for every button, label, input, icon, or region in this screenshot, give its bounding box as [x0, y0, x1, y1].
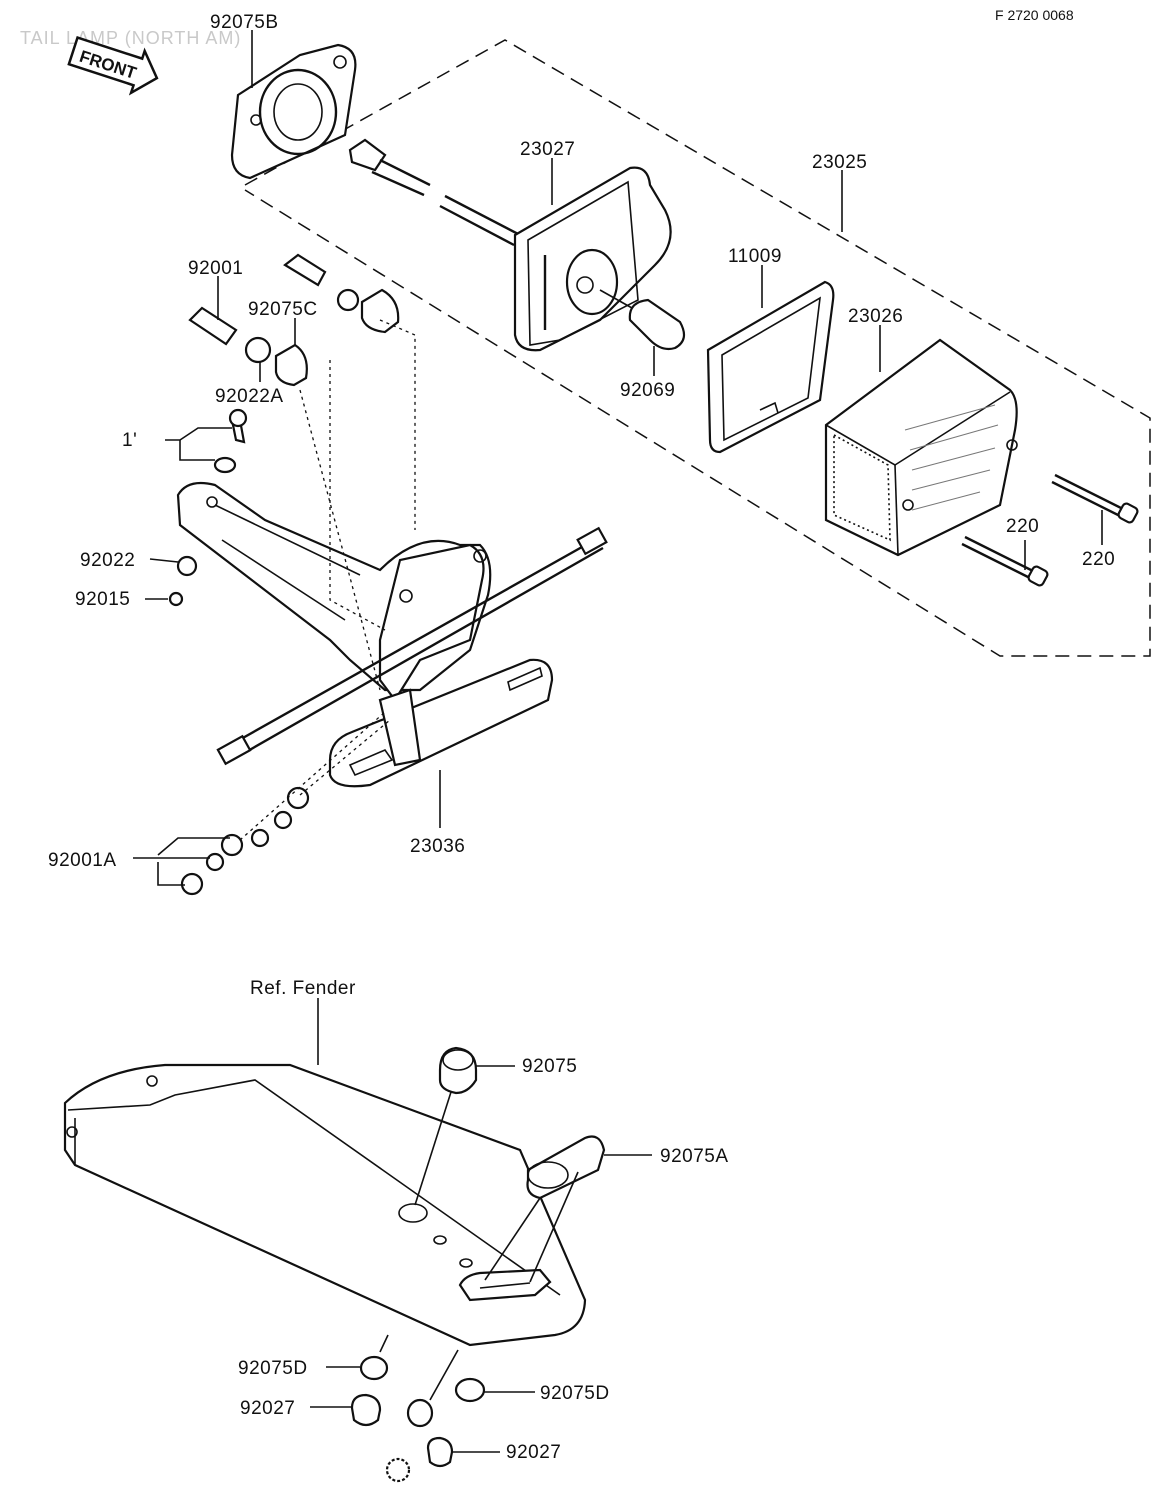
rear-fender — [63, 1063, 587, 1347]
callout-92015: 92015 — [75, 589, 130, 610]
spacer-92027-right — [426, 1436, 454, 1468]
lens-screw-220-upper — [1051, 473, 1139, 524]
callout-92075B: 92075B — [210, 12, 279, 33]
callout-92027-left: 92027 — [240, 1398, 295, 1419]
callout-92022: 92022 — [80, 550, 135, 571]
bolt-set-92001A — [180, 711, 391, 896]
callout-92075D-left: 92075D — [238, 1358, 308, 1379]
grommet-92075A — [484, 1135, 606, 1283]
callout-220-lower: 220 — [1006, 516, 1039, 537]
bolt-92001-lower — [188, 306, 308, 387]
nut-92022 — [176, 555, 198, 577]
lamp-wire-connector — [348, 138, 521, 247]
grommet-plate-92075B — [230, 43, 357, 180]
washer-92075D-right — [406, 1349, 486, 1428]
lens-gasket-11009 — [706, 280, 835, 454]
callout-23025: 23025 — [812, 152, 867, 173]
reference-code: F 2720 0068 — [995, 7, 1074, 23]
callout-92075: 92075 — [522, 1056, 577, 1077]
callout-ref-fender: Ref. Fender — [250, 978, 356, 999]
nut-bottom — [385, 1457, 411, 1483]
tail-lamp-lens-23026 — [824, 338, 1018, 557]
callout-92001: 92001 — [188, 258, 243, 279]
lens-screw-220-lower — [961, 535, 1049, 587]
bulb-92069 — [599, 289, 686, 368]
callout-92001A: 92001A — [48, 850, 117, 871]
diagram-title-faint: TAIL LAMP (NORTH AM) — [20, 28, 241, 48]
lamp-housing-23027 — [513, 166, 672, 352]
callout-23036: 23036 — [410, 836, 465, 857]
washer-92015 — [168, 591, 184, 607]
screw-1-and-washer — [213, 408, 248, 474]
callout-92027-right: 92027 — [506, 1442, 561, 1463]
callout-23026: 23026 — [848, 306, 903, 327]
callout-23027: 23027 — [520, 139, 575, 160]
callout-1: 1' — [122, 430, 137, 451]
callout-220-upper: 220 — [1082, 549, 1115, 570]
grommet-92075 — [414, 1046, 478, 1206]
bolt-92001-upper — [283, 253, 400, 334]
assembly-guide-lines — [299, 319, 416, 691]
callout-92075C: 92075C — [248, 299, 318, 320]
callout-92069: 92069 — [620, 380, 675, 401]
callout-leader-lines — [133, 30, 1103, 1453]
callout-11009: 11009 — [728, 246, 782, 267]
washer-92075D-left — [359, 1334, 389, 1381]
mounting-rod — [216, 526, 608, 766]
spacer-92027-left — [350, 1393, 382, 1427]
exploded-view-frame — [244, 39, 1151, 657]
callout-92075A: 92075A — [660, 1146, 729, 1167]
callout-92075D-right: 92075D — [540, 1383, 610, 1404]
callout-92022A: 92022A — [215, 386, 284, 407]
